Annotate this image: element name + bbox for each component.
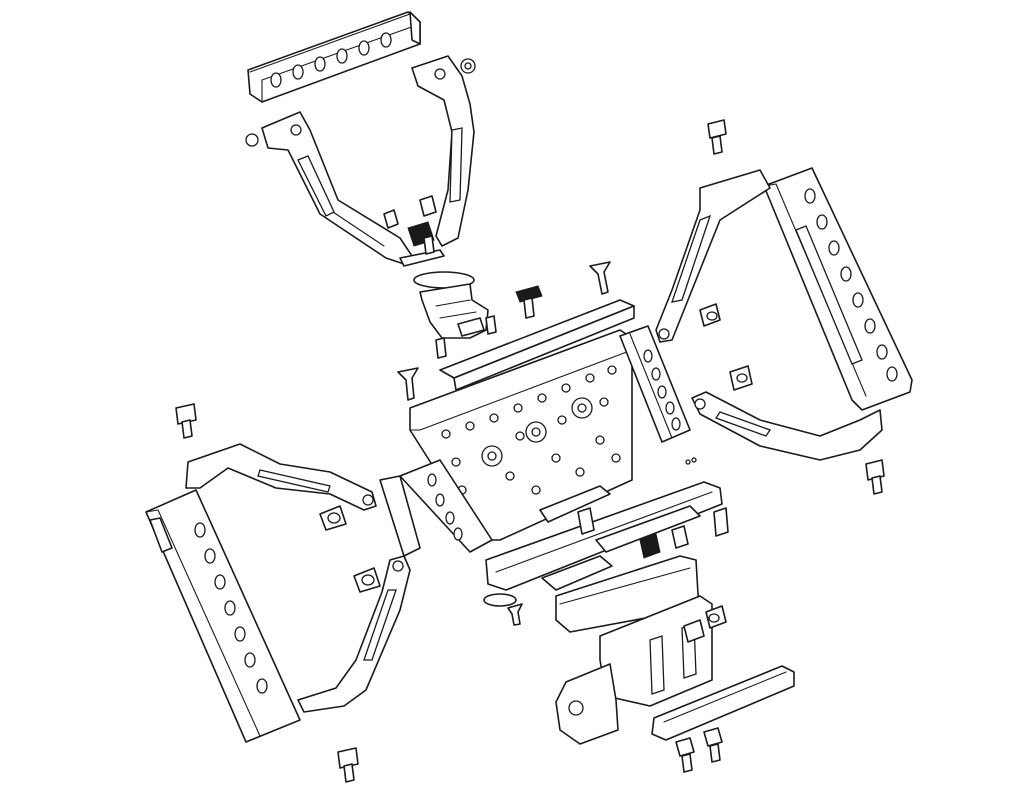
center-top-mount — [413, 271, 497, 359]
right-upper-arm — [655, 169, 771, 343]
top-left-arm — [245, 111, 445, 267]
quick-release-plate — [483, 457, 729, 607]
right-lower-arm — [691, 391, 883, 461]
right-side-rail — [619, 325, 691, 443]
right-handle-holes — [804, 188, 898, 382]
left-lower-arm — [297, 555, 411, 713]
countersunk-screws — [397, 261, 611, 626]
left-rail-holes — [427, 473, 463, 541]
left-handle-bar — [145, 489, 301, 743]
center-screw — [515, 285, 543, 319]
rod-clamp-block — [555, 555, 727, 745]
right-handle-bar — [763, 167, 913, 411]
left-side-rail — [379, 459, 493, 557]
base-plate-holes — [441, 365, 621, 521]
left-upper-arm — [185, 443, 377, 511]
right-rail-holes — [643, 349, 681, 431]
top-handle-holes — [270, 32, 392, 88]
top-handle-bar — [247, 11, 421, 103]
bottom-mount-plate — [651, 665, 795, 773]
top-right-arm — [411, 55, 476, 247]
left-handle-holes — [194, 522, 268, 694]
top-arm-screws — [383, 195, 437, 255]
right-screws — [699, 119, 885, 495]
left-screws — [175, 403, 381, 783]
